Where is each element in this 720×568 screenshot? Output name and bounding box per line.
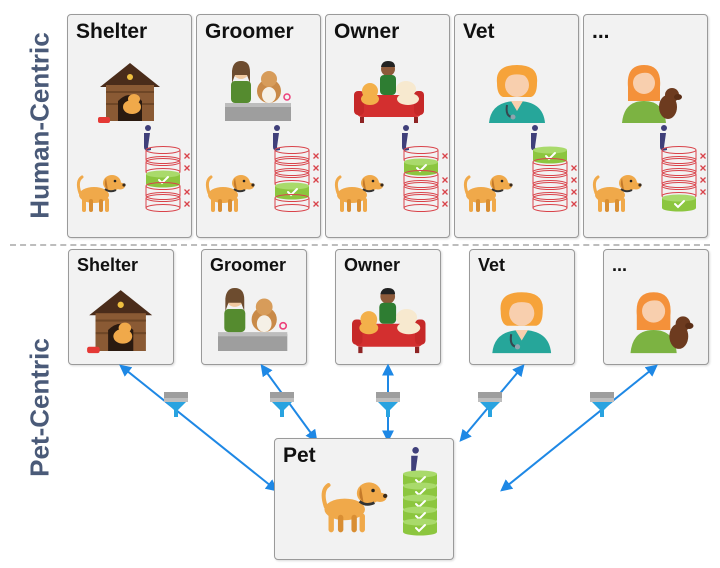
flow-arrow-0 bbox=[119, 364, 278, 492]
human-box-art bbox=[463, 65, 577, 212]
cross-mark-icon bbox=[442, 153, 448, 159]
pet-source-box-title: ... bbox=[612, 255, 628, 275]
cross-mark-icon bbox=[184, 189, 190, 195]
pet-source-box-art bbox=[218, 288, 288, 351]
cross-mark-icon bbox=[313, 165, 319, 171]
groomer-icon bbox=[225, 61, 291, 121]
cross-mark-icon bbox=[313, 201, 319, 207]
pet-source-box-4: ... bbox=[603, 249, 709, 365]
cross-mark-icon bbox=[442, 201, 448, 207]
human-box-3: Vet bbox=[454, 14, 579, 238]
vet-icon bbox=[489, 65, 545, 123]
pet-source-box-art bbox=[87, 290, 153, 354]
database-icon bbox=[274, 146, 319, 212]
flow-arrow-4 bbox=[500, 364, 658, 492]
filter-funnel-icon bbox=[590, 392, 614, 417]
dog-icon bbox=[592, 175, 642, 212]
cross-mark-icon bbox=[442, 177, 448, 183]
database-icon bbox=[661, 146, 706, 212]
cross-mark-icon bbox=[313, 177, 319, 183]
cross-mark-icon bbox=[700, 189, 706, 195]
database-icon bbox=[532, 146, 577, 212]
human-box-1: Groomer bbox=[196, 14, 321, 238]
info-icon bbox=[531, 125, 538, 151]
human-box-2: Owner bbox=[325, 14, 450, 238]
dog-house-icon bbox=[87, 290, 153, 354]
vet-icon bbox=[492, 292, 552, 354]
human-box-art bbox=[592, 65, 706, 212]
dog-house-icon bbox=[98, 63, 160, 123]
human-box-title: Vet bbox=[463, 20, 495, 43]
cross-mark-icon bbox=[571, 201, 577, 207]
cross-mark-icon bbox=[442, 189, 448, 195]
cross-mark-icon bbox=[571, 165, 577, 171]
pet-source-box-title: Owner bbox=[344, 255, 401, 275]
check-mark-icon bbox=[674, 200, 685, 209]
filter-funnel-icon bbox=[270, 392, 294, 417]
pet-source-box-title: Groomer bbox=[210, 255, 287, 275]
owner-icon bbox=[354, 61, 424, 123]
pet-source-box-title: Vet bbox=[478, 255, 506, 275]
dog-icon bbox=[321, 482, 388, 533]
section-divider bbox=[10, 244, 710, 246]
human-box-4: ... bbox=[583, 14, 708, 238]
dog-icon bbox=[334, 175, 384, 212]
info-icon bbox=[402, 125, 409, 151]
filter-funnel-icon bbox=[164, 392, 188, 417]
owner-icon bbox=[352, 288, 426, 354]
human-box-title: Shelter bbox=[76, 20, 148, 43]
person-with-dog-icon bbox=[622, 65, 682, 123]
pet-box-art bbox=[321, 447, 437, 536]
cross-mark-icon bbox=[571, 189, 577, 195]
database-icon bbox=[145, 146, 190, 212]
pet-source-box-1: Groomer bbox=[201, 249, 307, 365]
dog-icon bbox=[205, 175, 255, 212]
dog-icon bbox=[463, 175, 513, 212]
pet-source-box-title: Shelter bbox=[77, 255, 139, 275]
pet-source-box-art bbox=[492, 292, 552, 354]
info-icon bbox=[273, 125, 280, 151]
human-box-art bbox=[205, 61, 319, 212]
human-box-title: Owner bbox=[334, 20, 400, 43]
cross-mark-icon bbox=[184, 153, 190, 159]
dog-icon bbox=[76, 175, 126, 212]
database-icon bbox=[403, 146, 448, 212]
pet-source-box-3: Vet bbox=[469, 249, 575, 365]
cross-mark-icon bbox=[313, 153, 319, 159]
pet-box-title: Pet bbox=[283, 444, 316, 467]
pet-source-box-art bbox=[630, 292, 694, 354]
cross-mark-icon bbox=[571, 177, 577, 183]
pet-source-box-2: Owner bbox=[335, 249, 441, 365]
filter-funnel-icon bbox=[478, 392, 502, 417]
human-box-art bbox=[334, 61, 448, 212]
info-icon bbox=[660, 125, 667, 151]
human-box-title: ... bbox=[592, 20, 610, 43]
info-icon bbox=[411, 447, 419, 476]
pet-source-box-art bbox=[352, 288, 426, 354]
human-box-title: Groomer bbox=[205, 20, 294, 43]
human-box-0: Shelter bbox=[67, 14, 192, 238]
cross-mark-icon bbox=[184, 165, 190, 171]
pet-box: Pet bbox=[274, 438, 454, 560]
info-icon bbox=[144, 125, 151, 151]
groomer-icon bbox=[218, 288, 288, 351]
filter-funnel-icon bbox=[376, 392, 400, 417]
check-mark-icon bbox=[415, 524, 426, 533]
person-with-dog-icon bbox=[630, 292, 694, 354]
human-box-art bbox=[76, 63, 190, 212]
cross-mark-icon bbox=[700, 165, 706, 171]
pet-source-box-0: Shelter bbox=[68, 249, 174, 365]
cross-mark-icon bbox=[700, 153, 706, 159]
cross-mark-icon bbox=[184, 201, 190, 207]
cross-mark-icon bbox=[700, 177, 706, 183]
database-icon bbox=[403, 470, 437, 536]
